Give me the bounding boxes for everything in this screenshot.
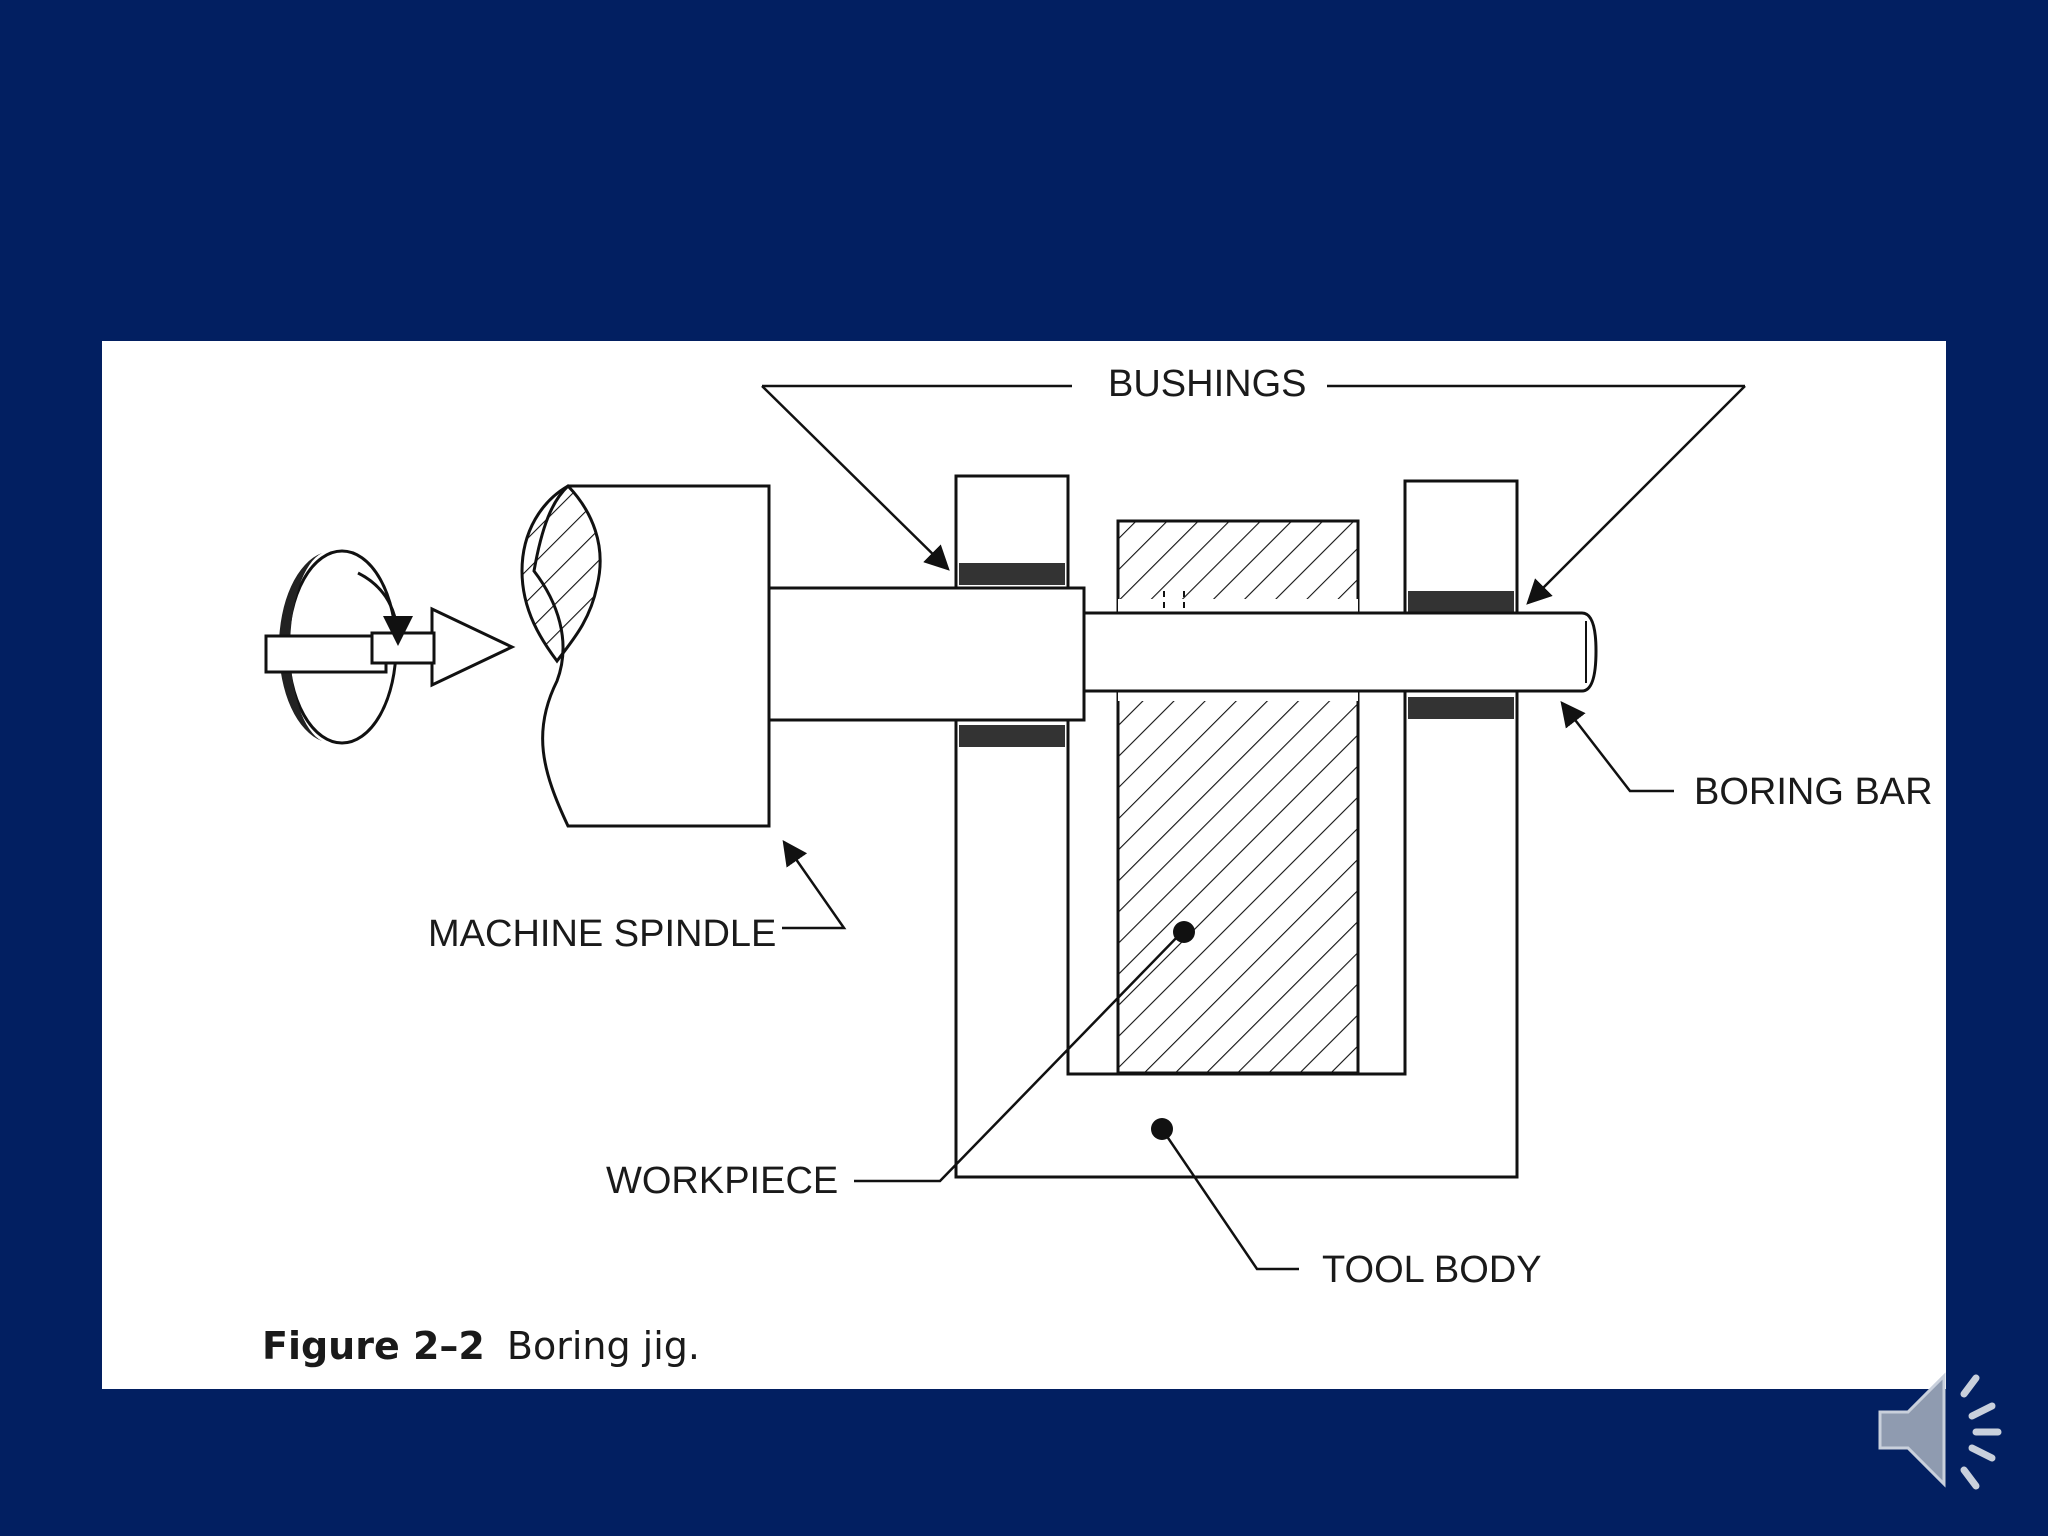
label-bushings: BUSHINGS [1108,363,1307,405]
spindle-shaft [767,586,1086,722]
label-tool-body: TOOL BODY [1322,1249,1542,1291]
label-boring-bar: BORING BAR [1694,771,1933,813]
machine-spindle [520,484,771,828]
rotation-feed-icon [264,549,516,745]
figure-number: Figure 2–2 [262,1324,485,1368]
speaker-icon[interactable] [1874,1366,2012,1494]
bushings [959,563,1514,747]
figure-panel: BUSHINGS BORING BAR MACHINE SPINDLE WORK… [102,341,1946,1389]
figure-caption: Figure 2–2 Boring jig. [262,1324,700,1368]
boring-jig-diagram [264,384,1746,1271]
label-machine-spindle: MACHINE SPINDLE [428,913,777,955]
label-workpiece: WORKPIECE [606,1160,839,1202]
leader-lines [761,384,1746,1271]
figure-caption-text: Boring jig. [506,1324,700,1368]
boring-bar [1082,611,1598,693]
